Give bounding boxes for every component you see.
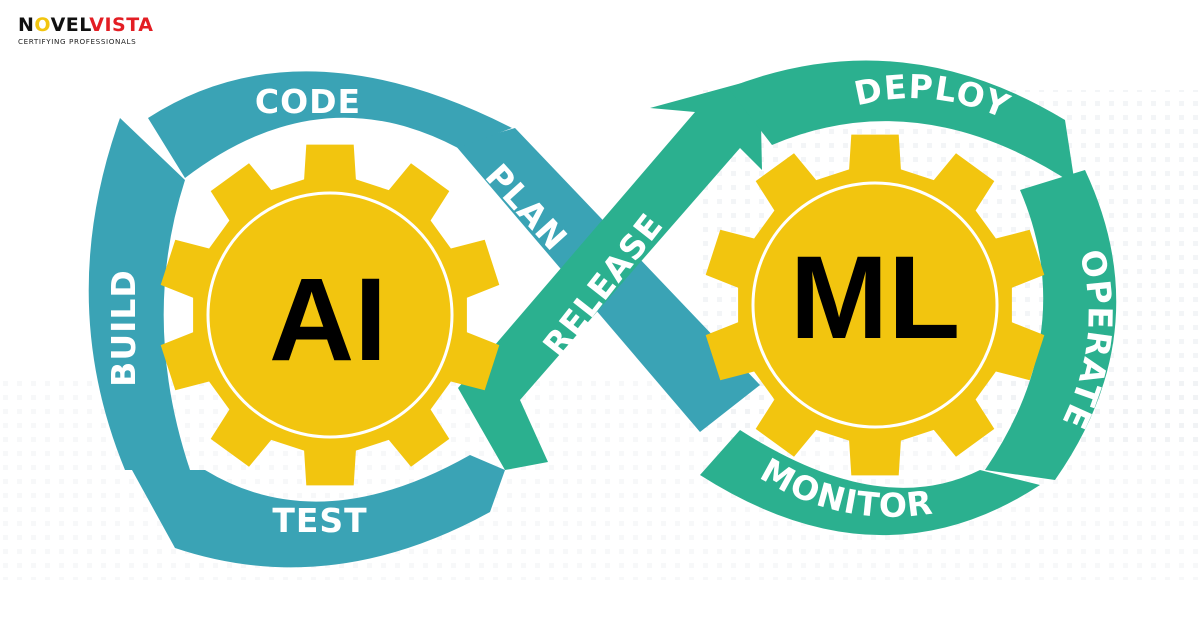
novelvista-logo: NOVELVISTA CERTIFYING PROFESSIONALS <box>18 14 168 60</box>
ml-gear: ML <box>705 134 1045 476</box>
ml-gear-body <box>705 134 1045 476</box>
ml-gear-ring <box>751 181 999 429</box>
stage-build-label: BUILD <box>104 269 143 387</box>
ml-label: ML <box>790 232 960 364</box>
ai-gear-ring <box>206 191 454 439</box>
release-arrow-band <box>458 78 762 470</box>
monitor-arc-segment <box>700 430 1040 536</box>
test-arc-segment <box>132 455 505 568</box>
right-loop <box>458 60 1117 536</box>
stage-code-label: CODE <box>255 82 361 121</box>
deploy-arc-segment <box>728 60 1075 185</box>
stage-test-label: TEST <box>272 501 367 540</box>
ai-gear-body <box>160 144 500 486</box>
build-arc-segment <box>88 118 190 470</box>
ai-gear: AI <box>160 144 500 486</box>
code-arc-segment <box>148 71 512 178</box>
logo-tagline: CERTIFYING PROFESSIONALS <box>18 37 137 46</box>
logo-wordmark: NOVELVISTA <box>18 14 154 36</box>
ai-label: AI <box>269 254 387 386</box>
logo-bulb-o: O <box>34 14 51 36</box>
operate-arc-segment <box>985 170 1117 480</box>
